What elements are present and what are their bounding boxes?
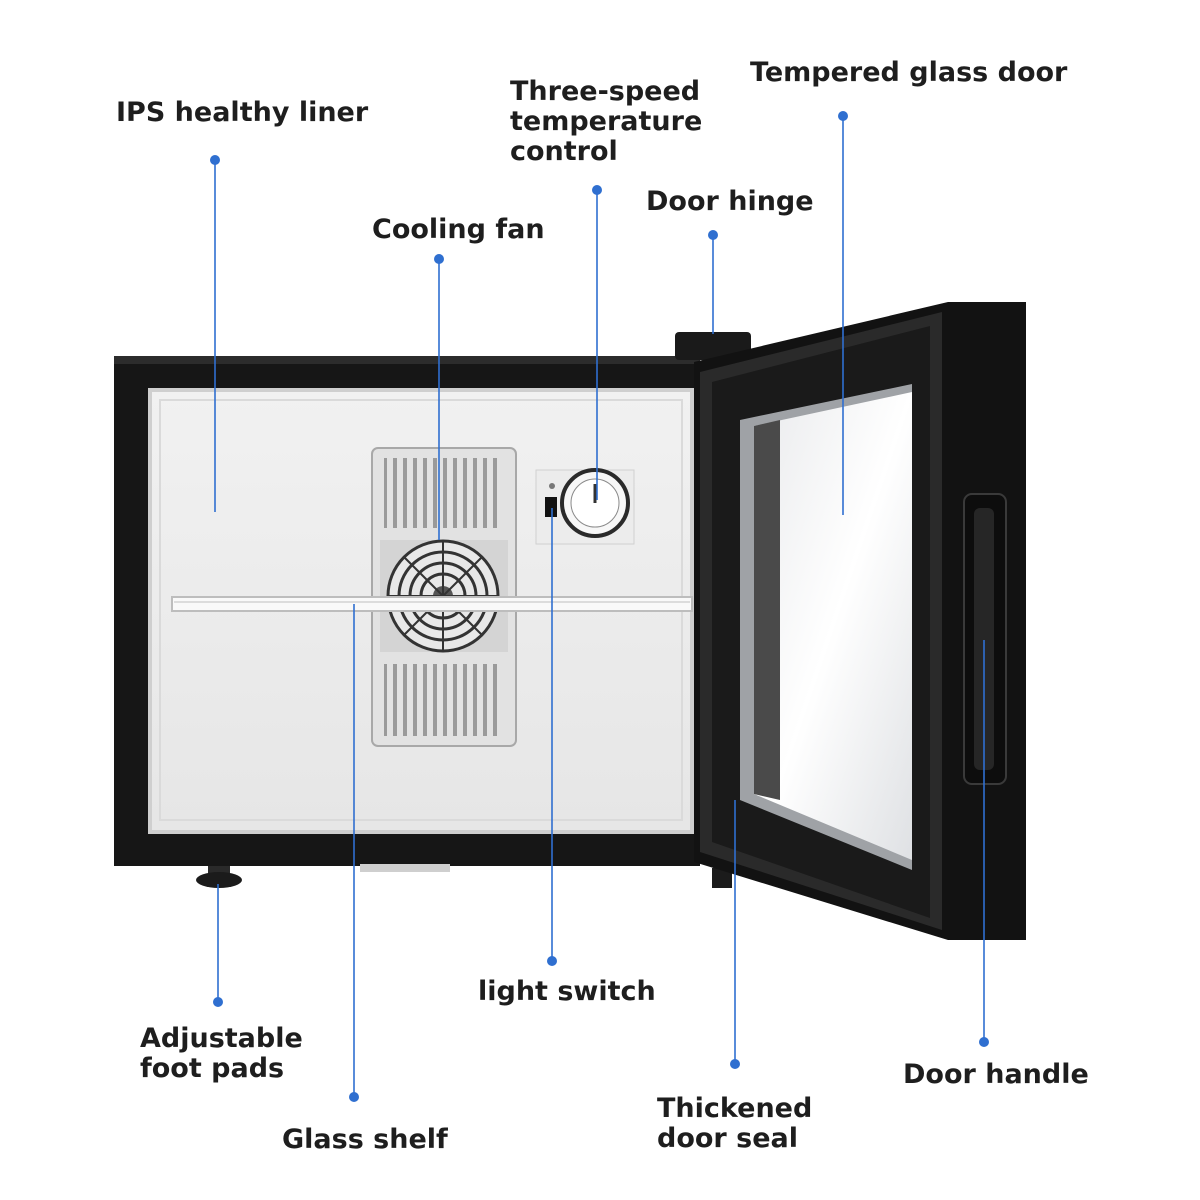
callout-dot-foot-pads bbox=[213, 997, 223, 1007]
callout-dot-glass-shelf bbox=[349, 1092, 359, 1102]
label-adjustable-foot-pads: Adjustable foot pads bbox=[140, 1023, 303, 1084]
label-tempered-glass-door: Tempered glass door bbox=[750, 57, 1068, 88]
callouts bbox=[210, 111, 989, 1102]
label-thickened-door-seal: Thickened door seal bbox=[657, 1093, 813, 1154]
callout-dot-door-handle bbox=[979, 1037, 989, 1047]
callout-dot-door-seal bbox=[730, 1059, 740, 1069]
callout-dot-light-switch bbox=[547, 956, 557, 966]
callout-dot-ips-liner bbox=[210, 155, 220, 165]
label-ips-healthy-liner: IPS healthy liner bbox=[116, 97, 369, 128]
callout-dot-glass-door bbox=[838, 111, 848, 121]
label-door-handle: Door handle bbox=[903, 1059, 1089, 1090]
label-cooling-fan: Cooling fan bbox=[372, 214, 545, 245]
temperature-control-panel bbox=[535, 468, 635, 545]
light-switch-icon bbox=[545, 497, 557, 517]
door-hinge bbox=[675, 332, 751, 360]
callout-dot-temp-control bbox=[592, 185, 602, 195]
callout-dot-cooling-fan bbox=[434, 254, 444, 264]
callout-dot-door-hinge bbox=[708, 230, 718, 240]
tempered-glass-door bbox=[694, 302, 1026, 940]
label-three-speed-temperature-control: Three-speed temperature control bbox=[510, 76, 703, 167]
label-door-hinge: Door hinge bbox=[646, 186, 814, 217]
glass-shelf bbox=[171, 596, 693, 612]
label-glass-shelf: Glass shelf bbox=[282, 1124, 448, 1155]
label-light-switch: light switch bbox=[478, 976, 656, 1007]
adjustable-foot-pads bbox=[196, 864, 732, 888]
